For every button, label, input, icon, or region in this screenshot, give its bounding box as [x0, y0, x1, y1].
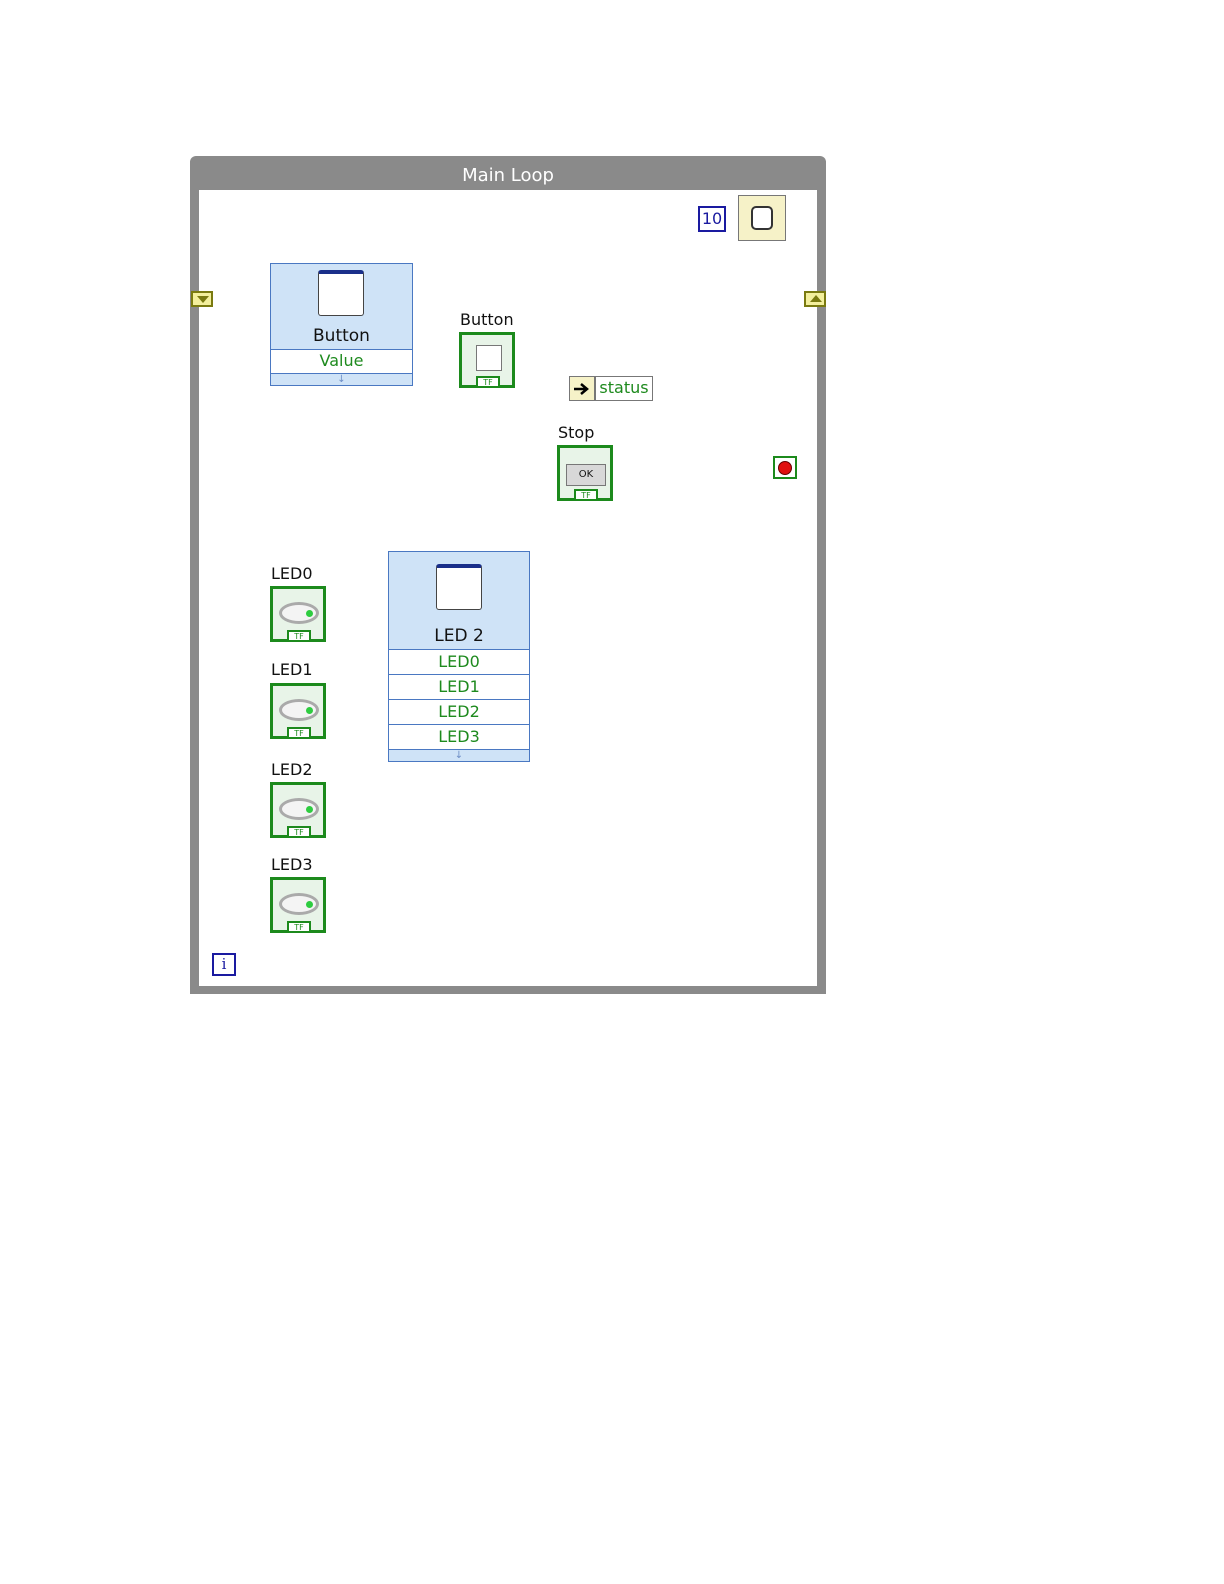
led-ellipse-icon	[279, 893, 319, 915]
tf-badge: TF	[287, 630, 311, 640]
button-indicator-terminal[interactable]: TF	[459, 332, 515, 388]
led-ellipse-icon	[279, 798, 319, 820]
stop-sign-icon	[778, 461, 792, 475]
button-property-node[interactable]: Button Value ↓	[270, 263, 413, 386]
led-dot-icon	[306, 707, 313, 714]
led-dot-icon	[306, 901, 313, 908]
button-node-title: Button	[271, 326, 412, 346]
loop-stop-terminal[interactable]	[773, 456, 797, 479]
tf-badge: TF	[476, 376, 500, 386]
ok-button-icon: OK	[566, 464, 606, 486]
tf-badge: TF	[574, 489, 598, 499]
led-ellipse-icon	[279, 602, 319, 624]
watch-icon	[751, 206, 773, 230]
iteration-terminal[interactable]: i	[212, 953, 236, 976]
status-field: status	[595, 376, 653, 401]
led2-control-terminal[interactable]: TF	[270, 782, 326, 838]
led-node-title: LED 2	[389, 626, 529, 646]
expander-icon[interactable]: ↓	[271, 373, 412, 385]
indicator-square-icon	[476, 345, 502, 371]
tf-badge: TF	[287, 921, 311, 931]
tf-badge: TF	[287, 826, 311, 836]
wait-ms-constant[interactable]: 10	[698, 206, 726, 232]
led3-label: LED3	[271, 855, 313, 874]
led1-label: LED1	[271, 660, 313, 679]
loop-title: Main Loop	[190, 165, 826, 186]
led-node-property[interactable]: LED0	[389, 649, 529, 674]
expander-icon[interactable]: ↓	[389, 749, 529, 761]
led-control-icon	[436, 564, 482, 610]
stop-control-terminal[interactable]: OK TF	[557, 445, 613, 501]
wait-function[interactable]	[738, 195, 786, 241]
led2-label: LED2	[271, 760, 313, 779]
led1-control-terminal[interactable]: TF	[270, 683, 326, 739]
arrow-right-icon	[569, 376, 595, 401]
led0-control-terminal[interactable]: TF	[270, 586, 326, 642]
button-control-icon	[318, 270, 364, 316]
led0-label: LED0	[271, 564, 313, 583]
stop-label: Stop	[558, 423, 594, 442]
led-property-node[interactable]: LED 2 LED0 LED1 LED2 LED3 ↓	[388, 551, 530, 762]
unbundle-status[interactable]: status	[569, 376, 653, 401]
led-node-property[interactable]: LED2	[389, 699, 529, 724]
led-node-property[interactable]: LED3	[389, 724, 529, 749]
led-dot-icon	[306, 610, 313, 617]
led-ellipse-icon	[279, 699, 319, 721]
shift-register-right[interactable]	[804, 291, 826, 307]
led3-control-terminal[interactable]: TF	[270, 877, 326, 933]
button-indicator-label: Button	[460, 310, 514, 329]
tf-badge: TF	[287, 727, 311, 737]
led-dot-icon	[306, 806, 313, 813]
button-node-property[interactable]: Value	[271, 349, 412, 373]
led-node-property[interactable]: LED1	[389, 674, 529, 699]
shift-register-left[interactable]	[191, 291, 213, 307]
